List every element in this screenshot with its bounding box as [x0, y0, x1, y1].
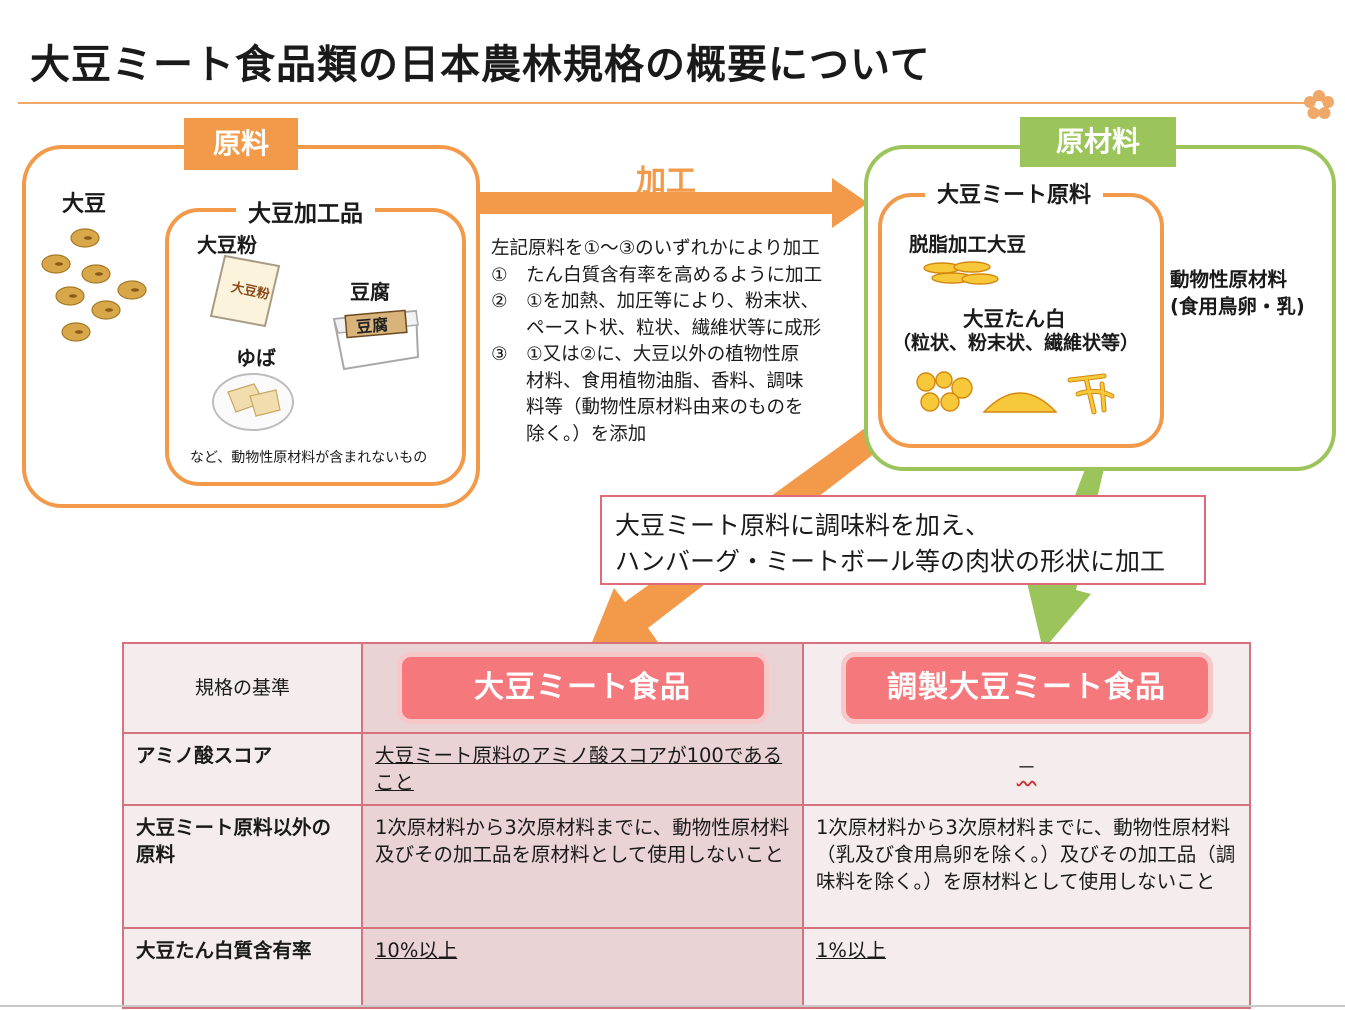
table-row: 大豆ミート原料以外の原料 1次原材料から3次原材料までに、動物性原材料及びその加…	[122, 804, 1251, 929]
seasoning-callout: 大豆ミート原料に調味料を加え、 ハンバーグ・ミートボール等の肉状の形状に加工	[600, 495, 1206, 585]
soy-protein-forms: （粒状、粉末状、繊維状等）	[892, 332, 1140, 354]
processing-step-3: ③ ①又は②に、大豆以外の植物性原	[491, 344, 800, 365]
raw-materials-tag: 原料	[184, 118, 298, 170]
cell-value: 大豆ミート原料のアミノ酸スコアが100であること	[375, 744, 783, 794]
yuba-label: ゆば	[236, 346, 276, 370]
page-title: 大豆ミート食品類の日本農林規格の概要について	[30, 42, 931, 88]
materials-tag: 原材料	[1020, 117, 1176, 167]
processing-step-3-cont: 材料、食用植物油脂、香料、調味	[526, 370, 804, 392]
seasoning-line2: ハンバーグ・ミートボール等の肉状の形状に加工	[615, 547, 1166, 576]
soy-meat-food-header-cell: 大豆ミート食品	[361, 642, 804, 734]
row-label: アミノ酸スコア	[122, 732, 363, 806]
defatted-soybean-label: 脱脂加工大豆	[909, 233, 1027, 256]
animal-materials-label: 動物性原材料 (食用鳥卵・乳)	[1170, 266, 1305, 320]
processing-step-2: ② ①を加熱、加圧等により、粉末状、	[491, 291, 820, 312]
table-header-row: 規格の基準 大豆ミート食品 調製大豆ミート食品	[122, 642, 1251, 734]
defatted-flakes-illustration	[923, 261, 999, 285]
flower-icon	[1304, 90, 1334, 119]
processing-step-2-cont: ペースト状、粒状、繊維状等に成形	[526, 317, 822, 339]
row-label: 大豆たん白質含有率	[122, 927, 363, 1009]
cell-value: 1次原材料から3次原材料までに、動物性原材料（乳及び食用鳥卵を除く。）及びその加…	[802, 804, 1251, 929]
processing-step-3-cont: 除く。）を添加	[526, 423, 647, 445]
processing-step-1: ① たん白質含有率を高めるように加工	[491, 264, 823, 286]
table-row: アミノ酸スコア 大豆ミート原料のアミノ酸スコアが100であること －	[122, 732, 1251, 806]
criteria-header: 規格の基準	[122, 642, 363, 734]
processing-label: 加工	[636, 164, 696, 199]
soybean-label: 大豆	[62, 192, 107, 217]
cell-value: 1次原材料から3次原材料までに、動物性原材料及びその加工品を原材料として使用しな…	[361, 804, 804, 929]
process-arrow	[476, 178, 868, 228]
animal-materials-line1: 動物性原材料	[1170, 268, 1288, 291]
table-row: 大豆たん白質含有率 10%以上 1%以上	[122, 927, 1251, 1009]
soy-meat-raw-title: 大豆ミート原料	[925, 177, 1104, 209]
soy-flour-bag-illustration: 大豆粉	[209, 254, 281, 328]
tofu-pack-illustration: 豆腐	[332, 309, 420, 371]
processed-products-title: 大豆加工品	[236, 194, 375, 228]
processing-description: 左記原料を①～③のいずれかにより加工 ① たん白質含有率を高めるように加工 ② …	[491, 236, 861, 448]
soy-meat-food-header: 大豆ミート食品	[396, 652, 769, 724]
prepared-soy-meat-food-header-cell: 調製大豆ミート食品	[802, 642, 1251, 734]
cell-value: 1%以上	[816, 939, 886, 962]
cell-value: －	[1016, 756, 1037, 779]
cell-value: 10%以上	[375, 939, 458, 962]
standards-table: 規格の基準 大豆ミート食品 調製大豆ミート食品 アミノ酸スコア 大豆ミート原料の…	[122, 642, 1251, 1009]
soy-protein-label: 大豆たん白	[963, 307, 1066, 331]
bottom-divider	[0, 1005, 1345, 1007]
tofu-label: 豆腐	[350, 280, 390, 304]
seasoning-line1: 大豆ミート原料に調味料を加え、	[615, 511, 991, 540]
soy-flour-label: 大豆粉	[197, 233, 257, 257]
tofu-pack-text: 豆腐	[355, 315, 389, 337]
title-divider	[18, 102, 1308, 104]
processing-step-3-cont: 料等（動物性原材料由来のものを	[526, 397, 804, 418]
yuba-plate-illustration	[212, 373, 294, 431]
row-label: 大豆ミート原料以外の原料	[122, 804, 363, 929]
soy-flour-bag-text: 大豆粉	[230, 279, 271, 303]
soy-protein-forms-illustration	[916, 371, 1115, 415]
animal-materials-line2: (食用鳥卵・乳)	[1170, 295, 1305, 318]
soybeans-illustration	[41, 228, 147, 342]
processed-products-note: など、動物性原材料が含まれないもの	[190, 450, 428, 466]
prepared-soy-meat-food-header: 調製大豆ミート食品	[840, 652, 1213, 724]
processing-intro: 左記原料を①～③のいずれかにより加工	[491, 238, 820, 259]
